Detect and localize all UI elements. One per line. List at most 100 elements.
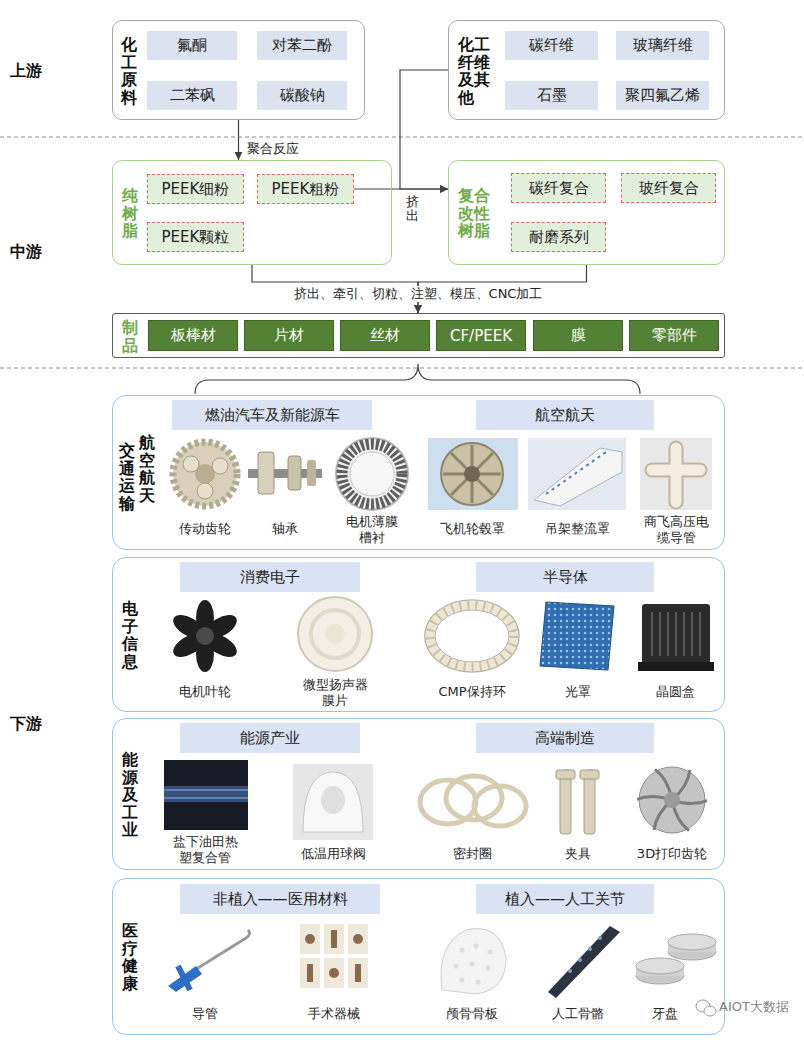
catheter-picture [168, 930, 250, 992]
fairing-picture-part [534, 448, 622, 506]
caption: 导管 [160, 1006, 250, 1022]
impeller-picture-part [196, 636, 214, 672]
impeller-picture [169, 600, 240, 672]
gear-picture-part [212, 458, 228, 474]
bearing-picture-part [248, 469, 322, 478]
clamp-picture-part [560, 770, 571, 834]
caption: 人工骨骼 [533, 1006, 623, 1022]
cmp-ring-picture-part [430, 605, 514, 667]
pipe-picture-part [164, 760, 248, 830]
category-box: 植入——人工关节 [476, 884, 654, 914]
wafer-box-picture-part [659, 612, 661, 656]
resin-box: PEEK颗粒 [147, 222, 244, 252]
brace [195, 364, 640, 394]
stage-divider-part [0, 368, 804, 369]
node-text: PEEK细粉 [162, 180, 230, 199]
dental-disc-picture-part [636, 958, 684, 974]
product-box: 膜 [533, 320, 623, 351]
stage-label: 下游 [10, 714, 42, 733]
material-box: 碳酸钠 [257, 81, 347, 110]
impeller-picture-part [196, 600, 214, 636]
wafer-box-picture [638, 604, 714, 671]
cmp-ring-picture-part [425, 600, 519, 672]
connector [238, 120, 239, 160]
material-box: 对苯二酚 [257, 31, 347, 60]
caption: 光罩 [533, 684, 623, 700]
instrument-picture-part [300, 924, 320, 954]
dental-disc-picture-part [668, 944, 716, 960]
wafer-box-picture-part [699, 612, 701, 656]
group-title: 航空航天 [139, 434, 155, 504]
wheel-cover-picture-part [451, 453, 493, 495]
slot-liner-picture [336, 438, 408, 510]
group-title: 化工原料 [121, 36, 137, 106]
printed-gear-picture-part [672, 770, 690, 800]
pipe-picture-part [164, 798, 248, 799]
group-title: 医疗健康 [122, 922, 138, 992]
bone-implant-picture-part [588, 947, 592, 951]
impeller-picture-part [169, 600, 240, 672]
caption: 颅骨骨板 [427, 1006, 517, 1022]
conduit-picture-part [640, 438, 712, 510]
skull-plate-picture-part [476, 980, 481, 985]
resin-box: 玻纤复合 [621, 173, 716, 203]
stage-divider [0, 137, 804, 368]
node-text: 能源产业 [240, 729, 300, 748]
category-box: 航空航天 [476, 400, 654, 430]
category-box: 燃油汽车及新能源车 [172, 400, 372, 430]
impeller-picture-part [169, 628, 209, 662]
bone-implant-picture-part [598, 936, 602, 940]
valve-picture-part [303, 772, 363, 832]
wafer-box-picture-part [642, 604, 710, 664]
bearing-picture-part [307, 460, 316, 486]
bone-implant-picture-part [578, 958, 582, 962]
instrument-picture-part [305, 930, 363, 982]
slot-liner-picture-part [350, 452, 394, 496]
node-text: 膜 [571, 326, 586, 345]
node-text: 碳纤维 [529, 36, 574, 55]
speaker-picture-part [311, 610, 359, 658]
cmp-ring-picture-part [435, 610, 509, 662]
wafer-box-picture-part [691, 612, 693, 656]
catheter-picture-part [182, 930, 250, 978]
impeller-picture-part [169, 610, 209, 644]
valve-picture-part [321, 786, 345, 814]
gear-picture-part [195, 464, 215, 484]
group-title: 纯树脂 [122, 187, 138, 240]
edge-label: 聚合反应 [247, 141, 299, 157]
category-box: 能源产业 [180, 723, 360, 753]
group-box: 制品板棒材片材丝材CF/PEEK膜零部件 [112, 313, 725, 358]
skull-plate-picture [441, 929, 506, 994]
wheel-cover-picture-part [443, 445, 501, 503]
wafer-box-picture-part [652, 612, 700, 656]
printed-gear-picture-part [663, 800, 698, 831]
dental-disc-picture-part [668, 934, 716, 950]
photomask-picture [540, 602, 614, 670]
printed-gear-picture [637, 767, 707, 833]
instrument-picture-part [324, 958, 344, 988]
fairing-picture-part [546, 452, 606, 494]
material-box: 玻璃纤维 [616, 31, 709, 60]
category-box: 高端制造 [476, 723, 654, 753]
wafer-box-picture-part [675, 612, 677, 656]
printed-gear-picture-part [646, 769, 681, 800]
wechat-icon-part [696, 1000, 710, 1012]
caption: 密封圈 [427, 846, 517, 862]
node-text: 丝材 [370, 326, 400, 345]
wafer-box-picture-part [638, 662, 714, 671]
gear-picture-part [197, 483, 213, 499]
skull-plate-picture-part [486, 966, 491, 971]
node-text: 植入——人工关节 [505, 890, 625, 909]
caption: 牙盘 [645, 1006, 685, 1022]
wheel-cover-picture-part [451, 453, 493, 495]
clamp-picture [556, 770, 599, 834]
printed-gear-picture-part [672, 785, 707, 816]
seal-ring-picture-part [474, 786, 526, 826]
wheel-cover-picture-part [464, 466, 480, 482]
group-title: 化工纤维及其他 [458, 36, 490, 106]
printed-gear-picture-part [637, 784, 672, 815]
instrument-picture-part [307, 964, 313, 982]
printed-gear-picture-part [654, 800, 672, 830]
node-text: 二苯砜 [170, 86, 215, 105]
node-text: 半导体 [543, 568, 588, 587]
